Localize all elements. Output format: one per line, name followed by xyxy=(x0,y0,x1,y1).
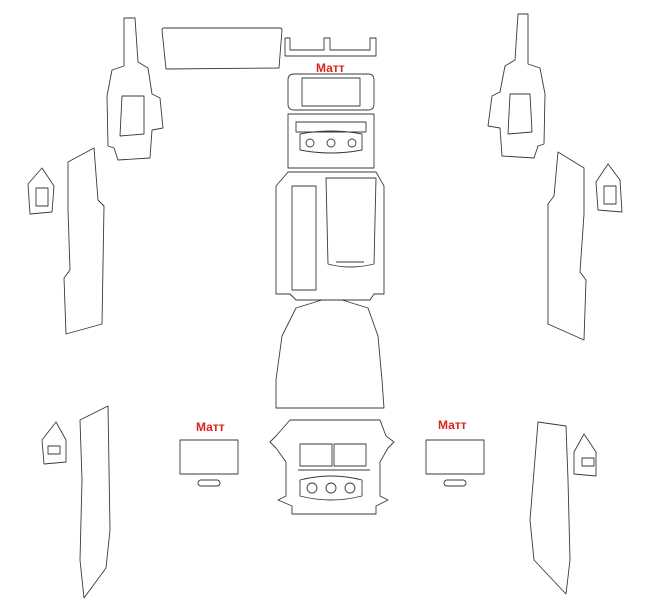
upper-center-screen-piece xyxy=(287,73,375,111)
right-screen-piece xyxy=(425,439,485,487)
matt-label-right-screen: Матт xyxy=(438,418,467,432)
left-door-long-strip-piece xyxy=(63,147,105,335)
lower-center-panel-piece xyxy=(269,419,395,515)
right-door-handle-piece xyxy=(595,163,623,213)
vent-strip-piece xyxy=(284,37,377,57)
climate-control-panel-piece xyxy=(287,113,375,169)
center-console-upper-piece xyxy=(275,171,385,301)
left-lower-door-handle-piece xyxy=(41,421,67,465)
right-lower-door-handle-piece xyxy=(573,433,597,477)
left-lower-long-strip-piece xyxy=(79,405,111,599)
right-lower-long-strip-piece xyxy=(529,421,571,595)
left-door-handle-piece xyxy=(27,167,55,215)
right-upper-door-trim-piece xyxy=(487,13,546,159)
matt-label-top-center: Матт xyxy=(316,61,345,75)
center-console-lower-piece xyxy=(275,299,385,409)
matt-label-left-screen: Матт xyxy=(196,420,225,434)
cluster-display-piece xyxy=(161,27,283,70)
left-upper-door-trim-piece xyxy=(106,17,164,161)
left-screen-piece xyxy=(179,439,239,487)
right-door-long-strip-piece xyxy=(547,151,587,341)
